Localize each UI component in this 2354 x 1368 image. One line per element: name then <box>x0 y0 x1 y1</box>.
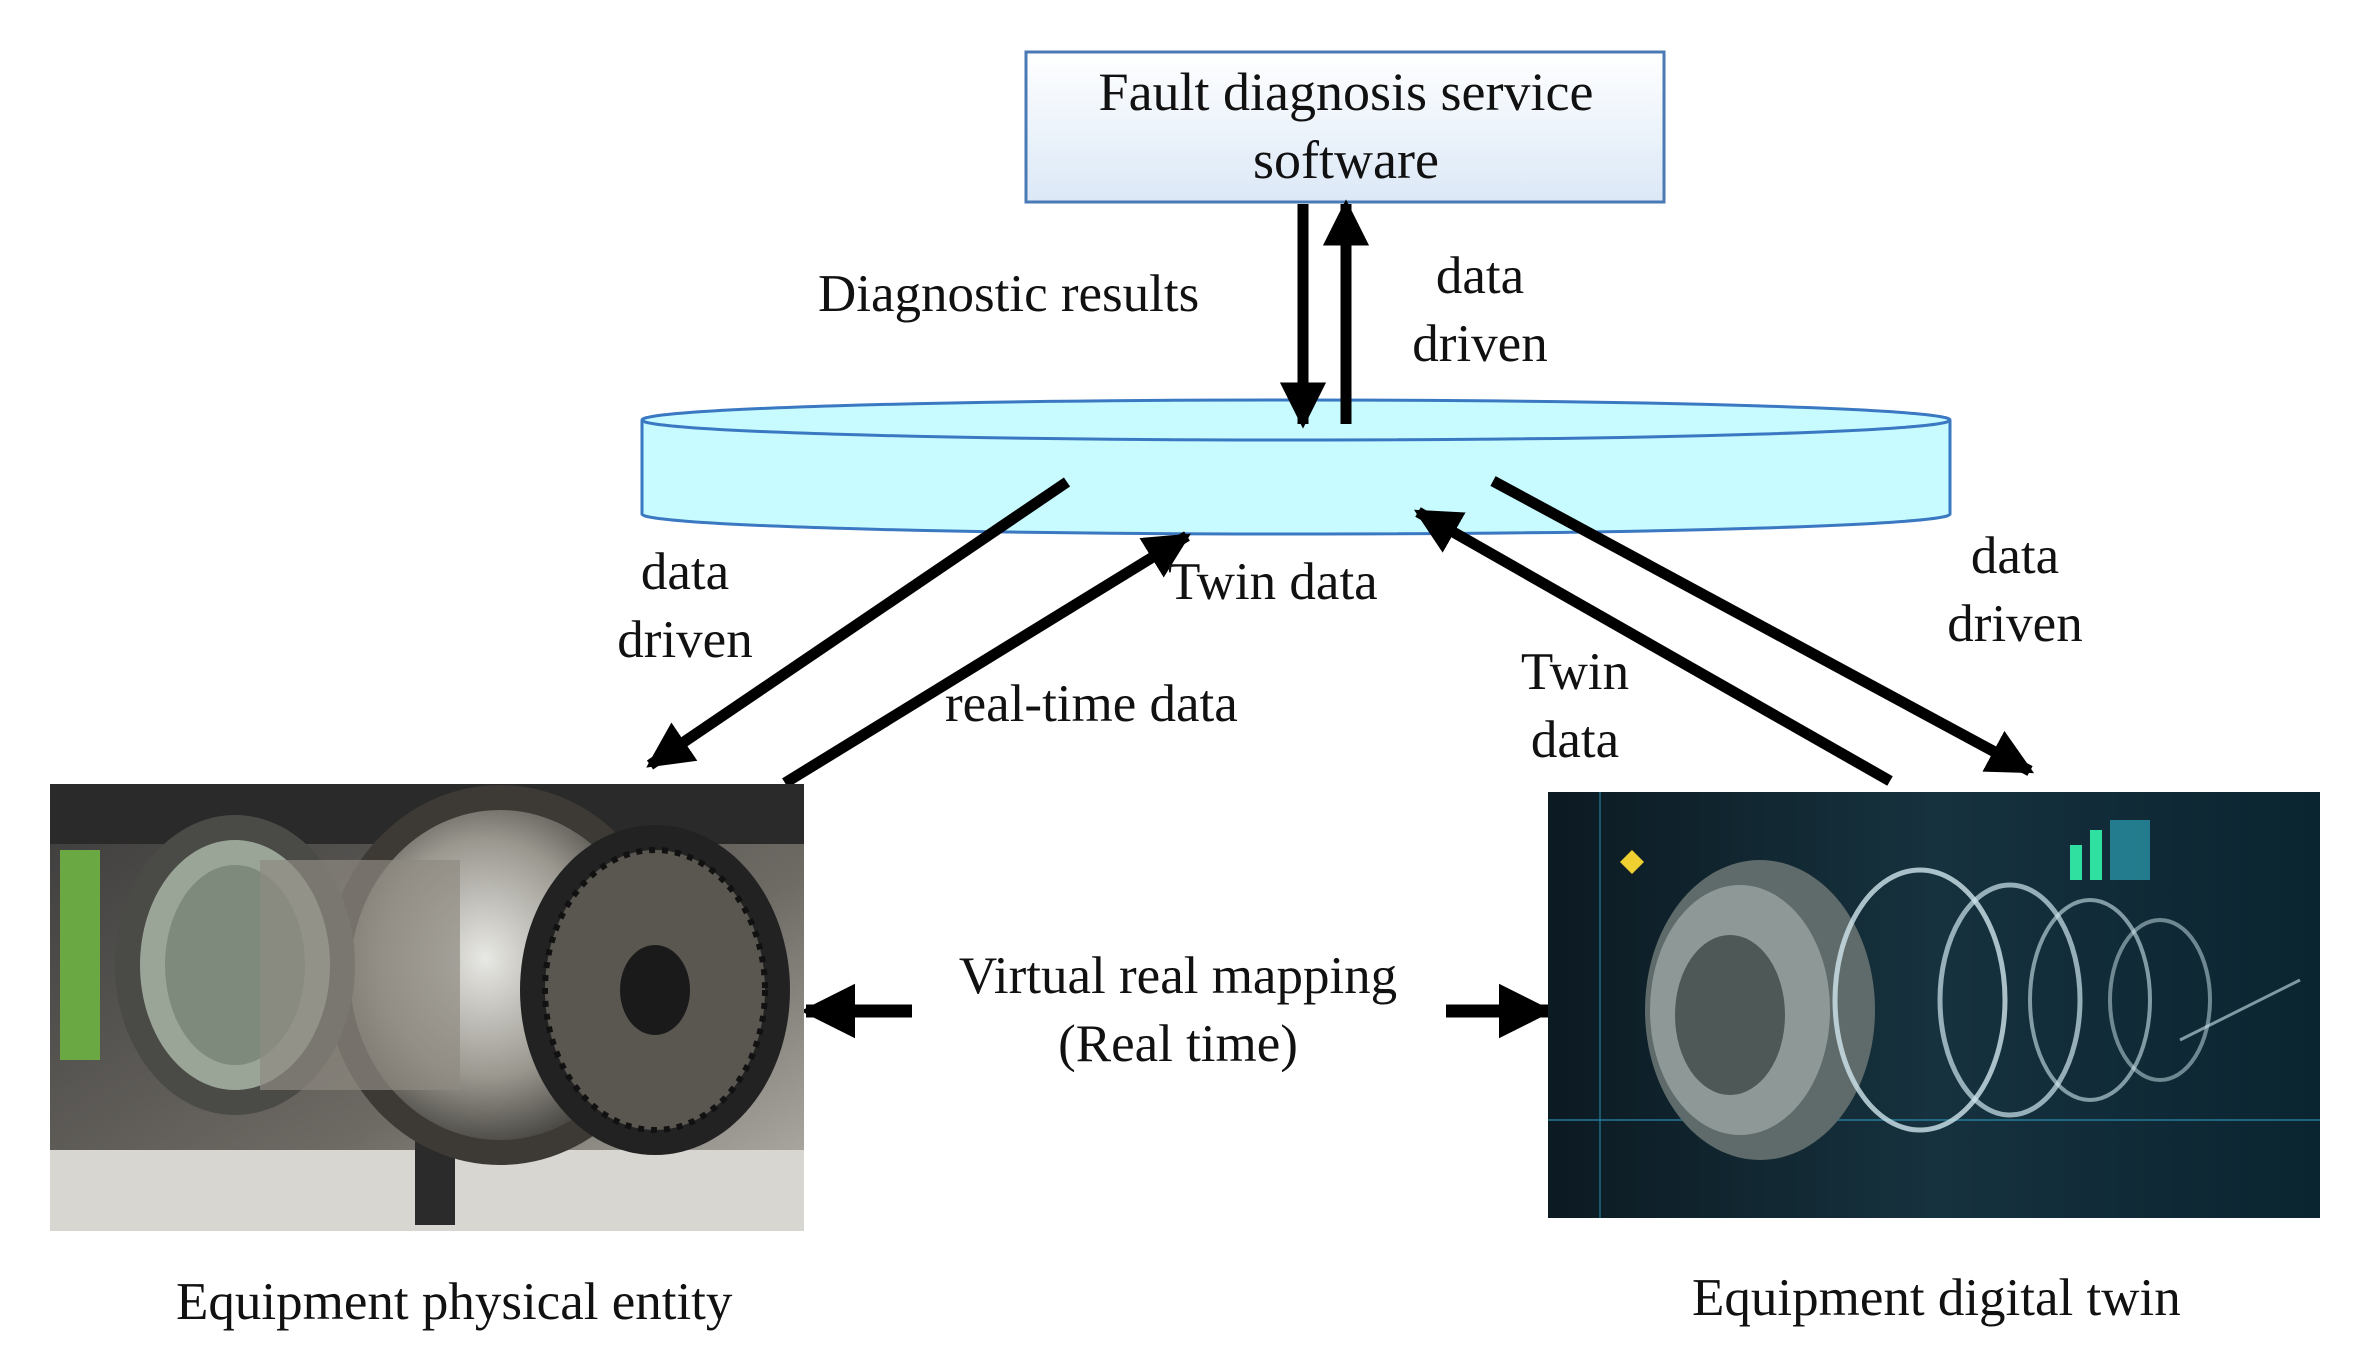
right-data-driven-line1: data <box>1970 527 2060 585</box>
service-box-label-line2: software <box>1253 130 1439 190</box>
left-data-driven-line2: driven <box>617 611 753 669</box>
service-box <box>1024 50 1666 204</box>
twin-data-center-label: Twin data <box>1168 553 1378 611</box>
right-twin-data-label: Twin data <box>1475 638 1675 774</box>
twin-data-disk <box>640 398 1952 536</box>
real-time-data-label: real-time data <box>945 675 1238 733</box>
mapping-label: Virtual real mapping (Real time) <box>898 942 1458 1078</box>
mapping-line1: Virtual real mapping <box>952 942 1404 1010</box>
left-data-driven-label: data driven <box>585 538 785 674</box>
service-box-label-line1: Fault diagnosis service <box>1098 62 1594 122</box>
engine-photo <box>50 784 804 1231</box>
left-data-driven-line1: data <box>640 543 730 601</box>
digital-twin-image <box>1548 792 2320 1218</box>
diagnostic-results-label: Diagnostic results <box>818 265 1200 323</box>
physical-entity-caption: Equipment physical entity <box>176 1273 733 1331</box>
digital-twin-caption: Equipment digital twin <box>1692 1269 2181 1327</box>
arrow-right-data-driven <box>1490 476 2035 776</box>
arrow-real-time-data <box>782 531 1191 788</box>
top-data-driven-line2: driven <box>1412 315 1548 373</box>
right-twin-data-line1: Twin <box>1520 643 1630 701</box>
top-data-driven-label: data driven <box>1380 242 1580 378</box>
right-data-driven-line2: driven <box>1947 595 2083 653</box>
right-twin-data-line2: data <box>1530 711 1620 769</box>
top-data-driven-line1: data <box>1435 247 1525 305</box>
service-box-label: Fault diagnosis service software <box>1026 58 1666 194</box>
mapping-line2: (Real time) <box>1058 1015 1298 1073</box>
right-data-driven-label: data driven <box>1915 522 2115 658</box>
arrow-left-data-driven <box>646 477 1071 770</box>
arrow-right-twin-data <box>1413 507 1893 786</box>
